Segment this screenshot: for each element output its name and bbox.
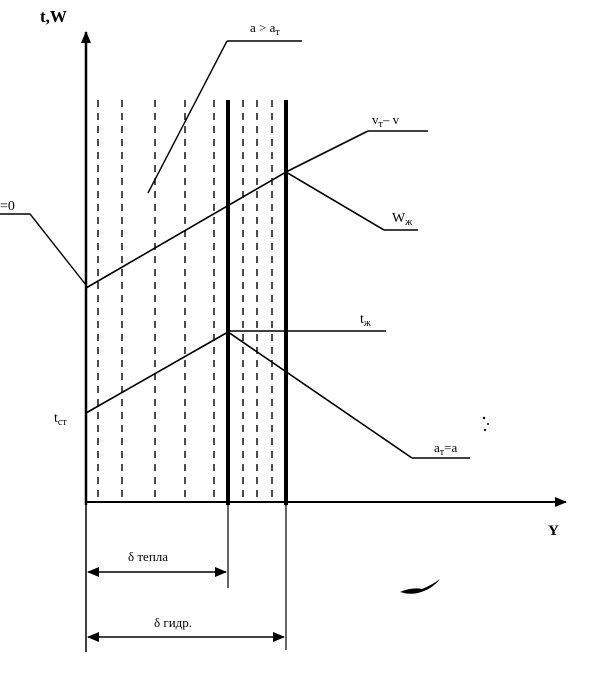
- a-gt-aT-main: a > a: [250, 20, 276, 35]
- t-liquid-sub: ж: [363, 318, 371, 329]
- aT-main: a: [434, 440, 440, 455]
- delta-hydro-label: δ гидр.: [154, 615, 192, 630]
- y-axis-label: t,W: [40, 7, 67, 26]
- temperature-profile-line: [85, 331, 413, 459]
- a-gt-aT-leader: [147, 40, 228, 194]
- speck-dot-1: [482, 416, 486, 420]
- aT-eq-a-label: aт=a: [434, 440, 457, 458]
- a-gt-aT-sub: т: [275, 27, 280, 38]
- x-axis-label: Y: [548, 523, 559, 539]
- speck-smudge: [400, 579, 440, 594]
- vT-minus-v-label: vт– v: [372, 112, 400, 130]
- vT-tail: – v: [382, 112, 400, 127]
- W-liquid-label: Wж: [392, 211, 412, 228]
- zero-label: =0: [0, 199, 15, 214]
- t-liquid-label: tж: [360, 312, 371, 329]
- W-sub: ж: [404, 217, 412, 228]
- speck-dot-2: [487, 423, 489, 425]
- aT-sub: т: [440, 447, 445, 458]
- speck-dot-3: [483, 428, 487, 432]
- t-liquid-main: t: [360, 312, 364, 327]
- t-wall-label: tст: [54, 411, 67, 428]
- vT-main: v: [372, 112, 379, 127]
- scan-specks: [400, 416, 489, 594]
- aT-tail: =a: [444, 440, 457, 455]
- t-wall-sub: ст: [58, 417, 67, 428]
- delta-heat-label: δ тепла: [128, 549, 168, 564]
- vT-sub: т: [379, 119, 384, 130]
- dashed-layer-lines: [97, 100, 273, 500]
- velocity-profile-line: [85, 171, 385, 289]
- velocity-rise-extension: [285, 130, 369, 173]
- t-wall-main: t: [54, 411, 58, 426]
- W-main: W: [392, 211, 406, 226]
- zero-leader: [0, 213, 87, 286]
- a-gt-aT-label: a > aт: [250, 20, 280, 38]
